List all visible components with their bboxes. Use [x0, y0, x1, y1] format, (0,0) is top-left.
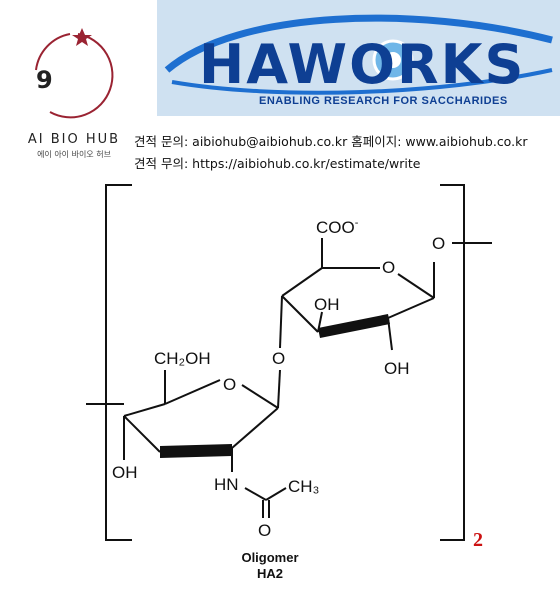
upper-ring-o-label: O: [382, 258, 395, 277]
logo-number: 9: [36, 66, 53, 94]
banner-wordmark: HAWORKS: [199, 33, 526, 96]
svg-text:COO-: COO-: [316, 217, 359, 237]
left-bracket: [105, 184, 132, 541]
logo-ring-icon: [35, 28, 114, 119]
glcnac-ring: [86, 369, 287, 518]
lower-ring-o-label: O: [223, 375, 236, 394]
banner-tagline: ENABLING RESEARCH FOR SACCHARIDES: [259, 95, 508, 107]
hn-label: HN: [214, 475, 239, 494]
glcnac-bold-edge: [160, 444, 232, 458]
repeat-subscript: 2: [473, 529, 483, 550]
caption-product-code: HA2: [256, 566, 283, 581]
upper-oh-label-1: OH: [314, 295, 340, 314]
glucuronate-bold-edge: [318, 314, 390, 338]
ch3-label: CH₃: [288, 477, 319, 496]
haworks-banner: HAWORKS ENABLING RESEARCH FOR SACCHARIDE…: [157, 0, 560, 116]
coo-label: COO: [316, 218, 355, 237]
carbonyl-o-label: O: [258, 521, 271, 540]
glycosidic-o-label: O: [272, 349, 285, 368]
banner-swoosh-icon: [164, 14, 553, 95]
logo-brand-text: AI BIO HUB: [27, 132, 121, 147]
ch2oh-label: CH₂OH: [154, 349, 211, 368]
right-bracket: [440, 184, 465, 541]
coo-charge-label: -: [355, 217, 359, 229]
hyaluronan-structure-diagram: COO- O O OH OH O CH₂OH O OH HN CH₃ O 2: [86, 184, 492, 550]
upper-oh-label-2: OH: [384, 359, 410, 378]
contact-line-estimate: 견적 무의: https://aibiohub.co.kr/estimate/w…: [134, 156, 421, 171]
ai-bio-hub-logo: 9 AI BIO HUB 에이 아이 바이오 허브: [14, 14, 132, 159]
lower-oh-label: OH: [112, 463, 138, 482]
right-o-label: O: [432, 234, 445, 253]
glucuronate-ring: [279, 238, 492, 351]
contact-line-email: 견적 문의: aibiohub@aibiohub.co.kr 홈페이지: www…: [134, 134, 528, 149]
logo-korean-text: 에이 아이 바이오 허브: [37, 150, 111, 159]
caption-oligomer: Oligomer: [241, 550, 299, 565]
